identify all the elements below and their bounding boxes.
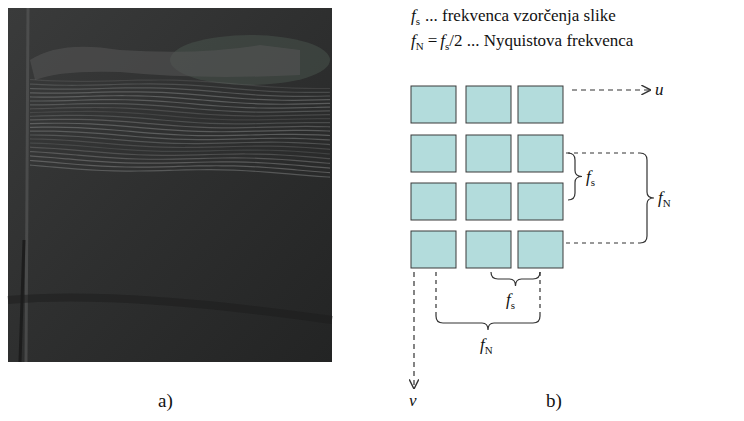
axis-label: u [655, 79, 664, 101]
dashed-guide [566, 152, 640, 153]
axis-label: v [409, 390, 417, 412]
moire-line [30, 135, 330, 145]
sample-square [411, 231, 456, 268]
moire-line [30, 152, 330, 164]
pixel-grid [411, 86, 563, 268]
label-text: u [655, 80, 664, 99]
definition-line: fN=fs/2 ... Nyquistova frekvenca [411, 30, 633, 57]
label-text: = [428, 31, 438, 50]
moire-line [30, 88, 330, 97]
v-axis-arrow [413, 272, 414, 388]
brace [640, 153, 654, 243]
definition-line: fs ... frekvenca vzorčenja slike [411, 5, 616, 32]
panel-caption: a) [158, 390, 173, 413]
subscript: N [485, 344, 493, 356]
sample-square [466, 135, 511, 172]
moire-line [30, 84, 330, 93]
moire-line [30, 147, 330, 159]
label-text: b) [546, 390, 562, 411]
label-text: f [586, 167, 591, 186]
frequency-label: fs [586, 166, 595, 193]
label-text: f [440, 31, 445, 50]
label-text: f [480, 335, 485, 354]
subscript: s [416, 15, 420, 27]
label-text: f [658, 188, 663, 207]
dashed-guide [566, 242, 640, 243]
sample-square [518, 183, 563, 220]
fabric-ground [8, 8, 332, 362]
fabric-fold [30, 45, 300, 80]
braces [436, 153, 654, 330]
brace [568, 153, 582, 200]
label-text: ... frekvenca vzorčenja slike [425, 6, 616, 25]
dashed-guide [539, 272, 540, 316]
moire-line [30, 165, 330, 177]
brace [491, 272, 540, 286]
subscript: N [416, 40, 424, 52]
sample-square [518, 86, 563, 123]
subscript: s [445, 40, 449, 52]
frequency-label: fN [658, 187, 671, 214]
sample-square [518, 231, 563, 268]
sample-square [466, 231, 511, 268]
label-text: f [411, 6, 416, 25]
sample-square [411, 183, 456, 220]
label-text: v [409, 391, 417, 410]
label-text: a) [158, 390, 173, 411]
dashed-guide [435, 272, 436, 316]
label-text: f [411, 31, 416, 50]
fabric-photo [8, 8, 332, 362]
moire-line [30, 143, 330, 154]
sample-square [518, 135, 563, 172]
label-text: f [506, 290, 511, 309]
sample-square [411, 86, 456, 123]
label-text: /2 ... Nyquistova frekvenca [449, 31, 633, 50]
moire-lines [30, 80, 330, 178]
frequency-label: fs [506, 289, 515, 316]
moire-line [30, 160, 330, 172]
panel-caption: b) [546, 390, 562, 413]
moire-line [30, 131, 330, 140]
u-axis-arrow [572, 89, 650, 90]
subscript: N [663, 197, 671, 209]
subscript: s [591, 176, 595, 188]
sample-square [466, 183, 511, 220]
fabric-shadow [8, 298, 332, 321]
fabric-crease [26, 8, 28, 362]
sample-square [466, 86, 511, 123]
sample-square [411, 135, 456, 172]
frequency-label: fN [480, 334, 493, 361]
subscript: s [511, 299, 515, 311]
brace [436, 316, 540, 330]
moire-line [30, 139, 330, 149]
